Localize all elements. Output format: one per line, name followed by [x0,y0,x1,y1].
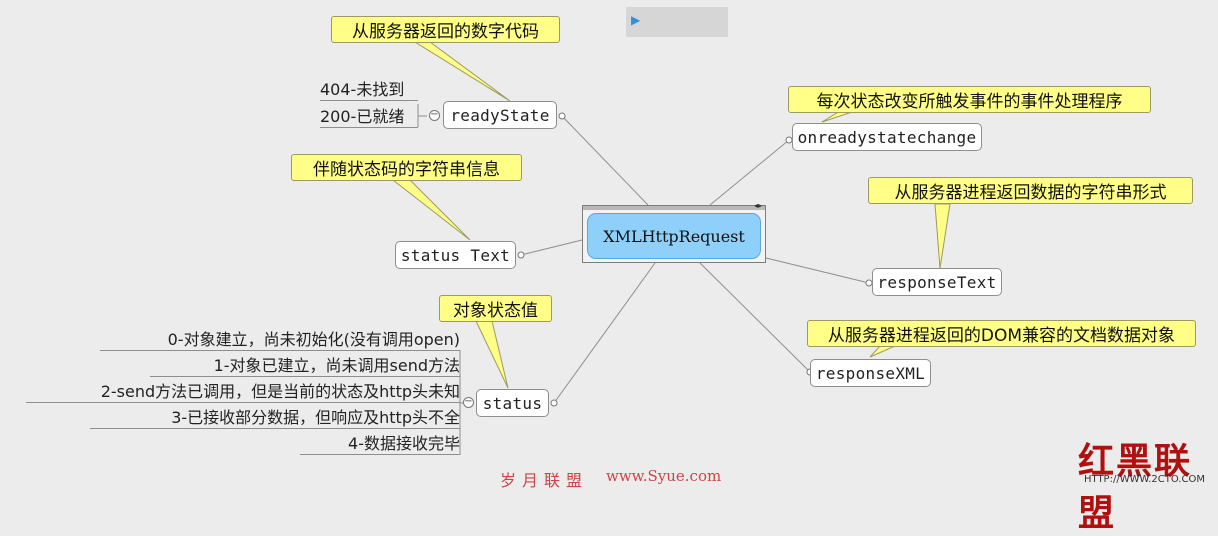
note-readystate: 从服务器返回的数字代码 [331,16,560,43]
root-node[interactable]: XMLHttpRequest [587,213,761,259]
resize-handle-icon[interactable]: ◂▸ [753,201,762,210]
line-readystate [561,115,649,206]
watermark-logo-url: HTTP://WWW.2CTO.COM [1084,474,1205,485]
play-icon[interactable]: ▶ [631,13,641,27]
root-handle-bar[interactable]: ◂▸ [583,201,765,210]
node-onreadystatechange[interactable]: onreadystatechange [792,123,982,151]
node-readystate[interactable]: readyState [443,101,557,129]
callout-stem-responsetext [934,203,951,269]
status-child-4[interactable]: 4-数据接收完毕 [300,434,460,455]
status-child-1[interactable]: 1-对象已建立，尚未调用send方法 [150,356,460,377]
note-responsetext: 从服务器进程返回数据的字符串形式 [868,177,1193,204]
line-statustext [520,239,583,256]
node-responsexml[interactable]: responseXML [810,359,931,387]
connector-dot [517,251,525,259]
collapse-readystate-icon[interactable]: − [429,109,440,121]
readystate-child-200[interactable]: 200-已就绪 [320,107,418,128]
line-responsetext [765,257,870,284]
callout-stem-responsexml [869,345,896,358]
root-node-frame[interactable]: ◂▸ XMLHttpRequest [582,201,766,263]
callout-stem-readystate [413,41,511,102]
connector-dot [550,399,558,407]
status-child-3[interactable]: 3-已接收部分数据，但响应及http头不全 [90,408,460,429]
note-responsexml: 从服务器进程返回的DOM兼容的文档数据对象 [807,320,1196,347]
node-status[interactable]: status [476,389,549,417]
note-statustext: 伴随状态码的字符串信息 [291,154,522,181]
line-onreadystatechange [709,139,790,206]
node-responsetext[interactable]: responseText [872,268,1002,296]
status-child-0[interactable]: 0-对象建立，尚未初始化(没有调用open) [100,330,460,351]
node-statustext[interactable]: status Text [395,241,516,269]
callout-stem-statustext [391,179,471,241]
collapse-status-icon[interactable]: − [463,396,474,408]
watermark-site-url: www.Syue.com [606,467,722,485]
toolbar-box[interactable]: ▶ [626,7,728,37]
line-responsexml [699,262,811,373]
note-onreadystatechange: 每次状态改变所触发事件的事件处理程序 [788,86,1151,113]
connector-dot [558,112,566,120]
status-child-2[interactable]: 2-send方法已调用，但是当前的状态及http头未知 [26,382,460,403]
watermark-site-cn: 岁月联盟 [500,471,589,490]
callout-stem-status [475,320,509,389]
line-status [553,262,656,404]
readystate-child-404[interactable]: 404-未找到 [320,80,418,101]
note-status: 对象状态值 [439,295,552,322]
